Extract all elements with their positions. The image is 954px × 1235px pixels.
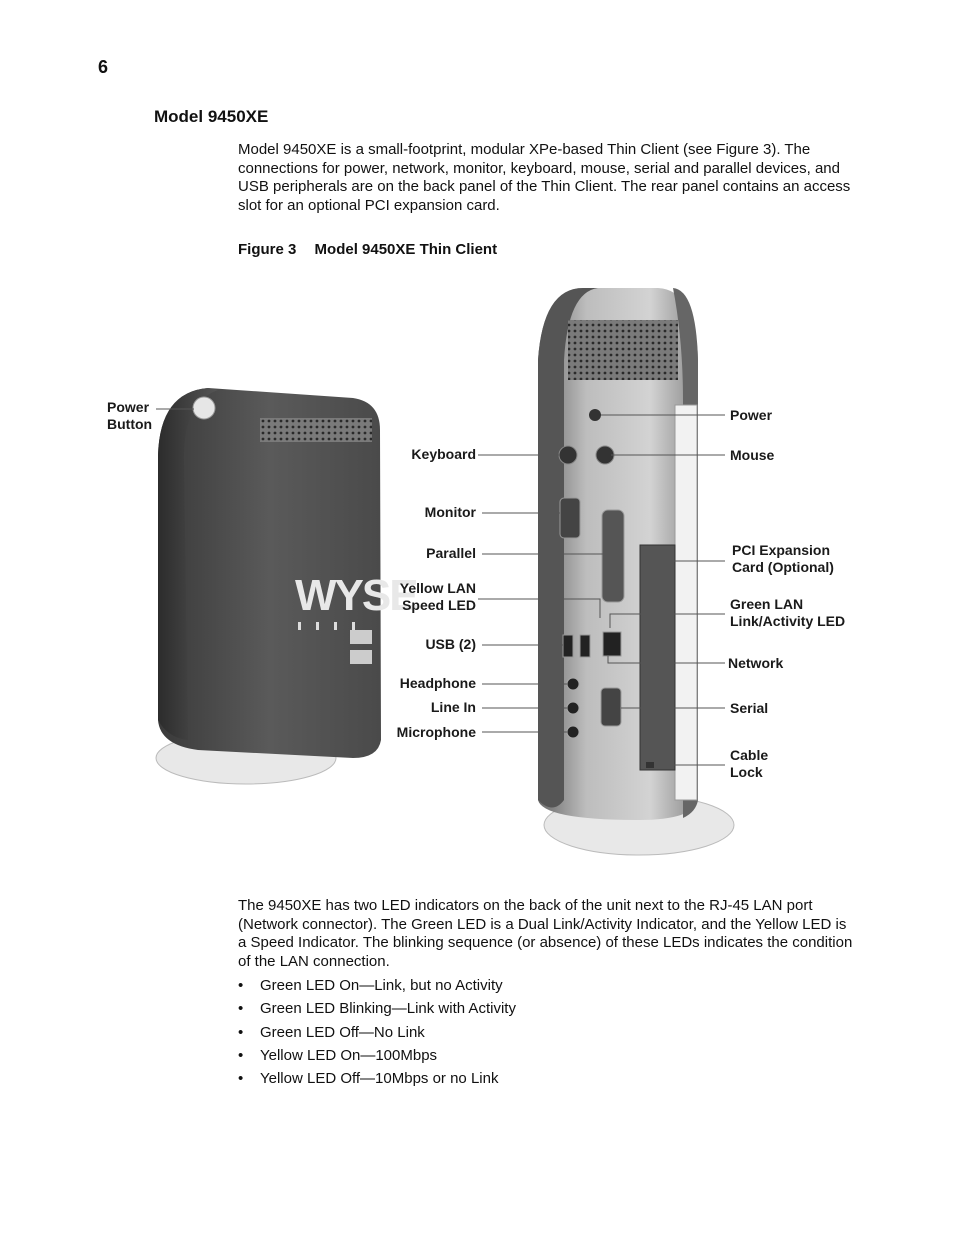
callout-pci-line2: Card (Optional) (732, 559, 834, 575)
callout-pci-line1: PCI Expansion (732, 542, 831, 558)
list-item: • Yellow LED Off—10Mbps or no Link (238, 1069, 516, 1092)
bullet-dot: • (238, 1000, 244, 1018)
list-item: • Green LED Blinking—Link with Activity (238, 999, 516, 1022)
callout-green-lan-line1: Green LAN (730, 596, 804, 612)
callout-keyboard: Keyboard (411, 446, 476, 462)
callout-power-button-line1: Power (107, 399, 150, 415)
callout-power-button: Power Button (107, 399, 152, 433)
bullet-dot: • (238, 977, 244, 994)
figure-caption: Figure 3 Model 9450XE Thin Client (238, 241, 497, 258)
callout-cable-lock-line2: Lock (730, 764, 763, 780)
callout-usb: USB (2) (425, 636, 476, 652)
callout-mouse: Mouse (730, 447, 775, 463)
page-number: 6 (98, 57, 109, 77)
list-item: • Yellow LED On—100Mbps (238, 1046, 516, 1069)
thin-client-figure: WYSE (98, 280, 868, 870)
figure-title: Model 9450XE Thin Client (314, 241, 498, 258)
rear-view-unit (538, 288, 735, 856)
list-item-text: Green LED On—Link, but no Activity (260, 977, 503, 994)
intro-paragraph: Model 9450XE is a small-footprint, modul… (238, 141, 851, 215)
list-item-text: Green LED Blinking—Link with Activity (260, 1000, 516, 1018)
list-item-text: Green LED Off—No Link (260, 1023, 425, 1041)
callout-pci-expansion: PCI Expansion Card (Optional) (732, 542, 834, 576)
callout-green-lan-line2: Link/Activity LED (730, 613, 846, 629)
callout-cable-lock: Cable Lock (730, 747, 768, 781)
callout-leader-lines (156, 408, 725, 766)
callout-monitor: Monitor (424, 504, 476, 520)
list-item-text: Yellow LED On—100Mbps (260, 1046, 438, 1064)
callout-power: Power (730, 407, 773, 423)
led-status-list: • Green LED On—Link, but no Activity • Gre… (238, 976, 516, 1092)
callout-network: Network (728, 655, 784, 671)
callout-cable-lock-line1: Cable (730, 747, 769, 763)
list-item: • Green LED Off—No Link (238, 1023, 516, 1046)
front-view-unit: WYSE (155, 388, 419, 785)
bullet-dot: • (238, 1070, 244, 1088)
callout-yellow-lan-line2: Speed LED (402, 597, 476, 613)
list-item-text: Yellow LED Off—10Mbps or no Link (260, 1070, 499, 1088)
callout-power-button-line2: Button (107, 416, 153, 432)
callout-serial: Serial (730, 700, 769, 716)
device-illustration: WYSE (155, 288, 735, 856)
callout-yellow-lan: Yellow LAN Speed LED (400, 580, 476, 614)
list-item: • Green LED On—Link, but no Activity (238, 976, 516, 999)
callout-green-lan: Green LAN Link/Activity LED (730, 596, 845, 630)
wyse-logo: WYSE (295, 571, 417, 620)
callout-headphone: Headphone (399, 675, 476, 691)
callout-parallel: Parallel (426, 545, 476, 561)
bullet-dot: • (238, 1046, 244, 1064)
section-title: Model 9450XE (154, 107, 269, 126)
led-paragraph: The 9450XE has two LED indicators on the… (238, 897, 853, 971)
figure-number: Figure 3 (238, 241, 297, 258)
callout-yellow-lan-line1: Yellow LAN (399, 580, 476, 596)
bullet-dot: • (238, 1023, 244, 1041)
callout-microphone: Microphone (396, 724, 476, 740)
callout-line-in: Line In (430, 699, 476, 715)
